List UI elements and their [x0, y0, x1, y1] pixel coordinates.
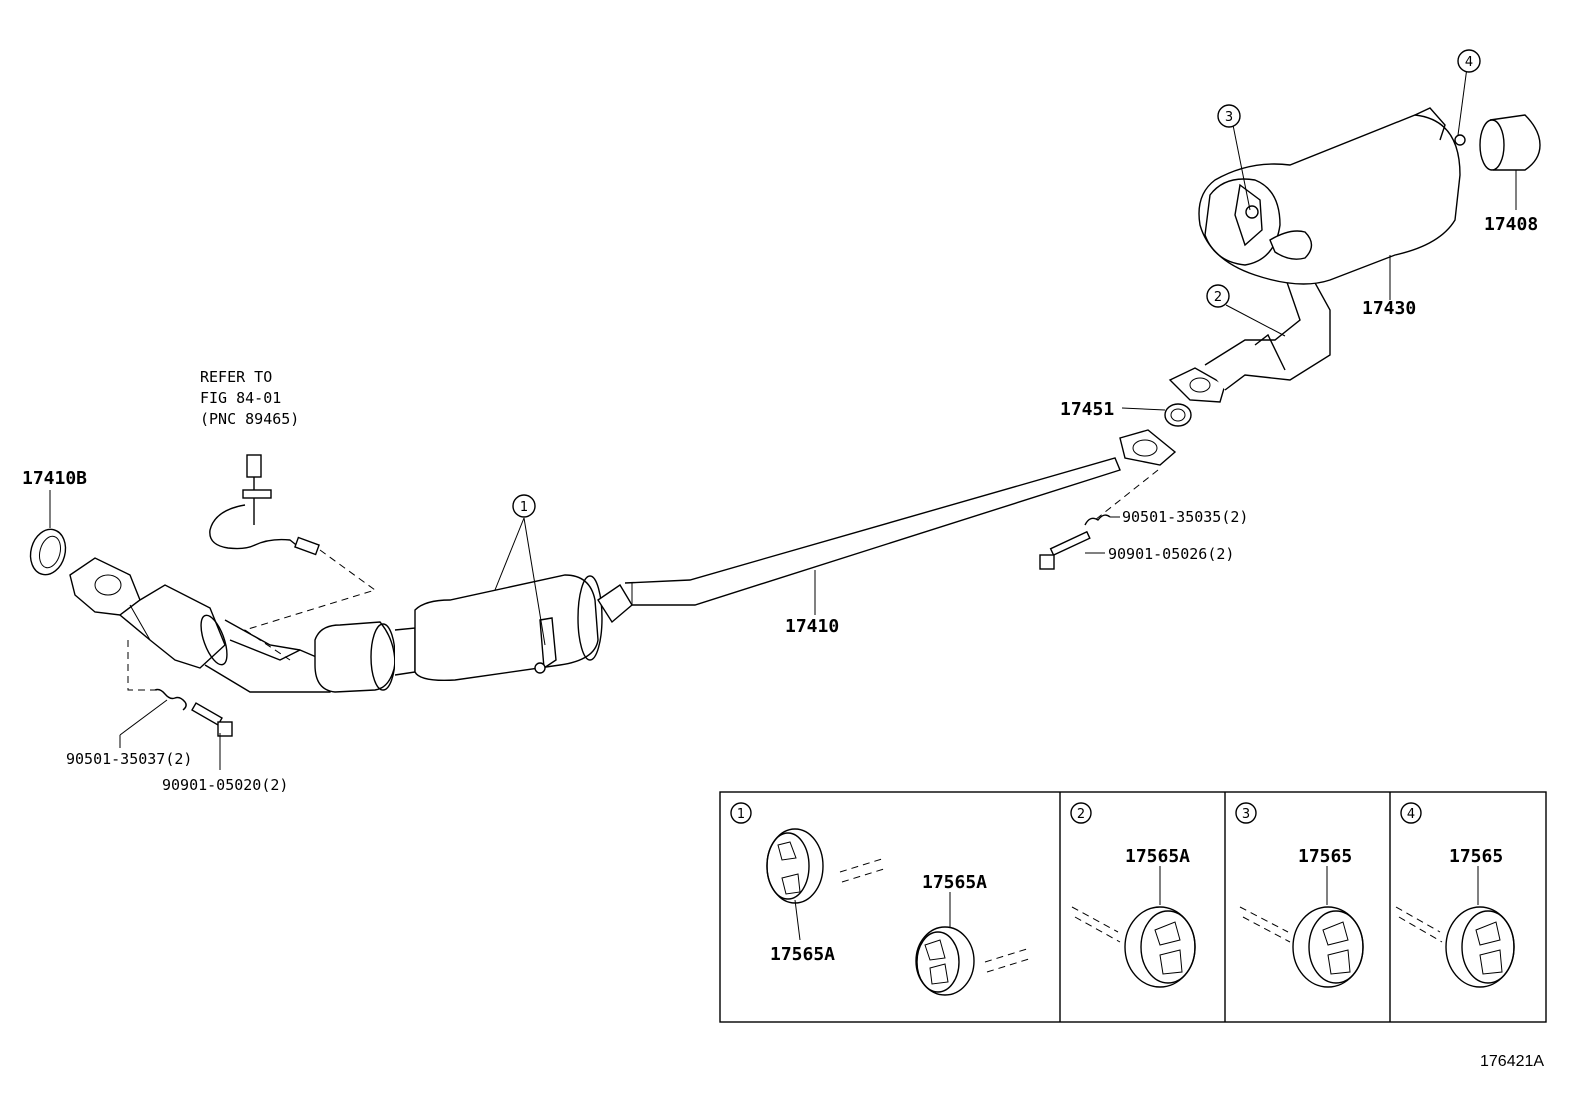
label-90501-35037: 90501-35037(2): [66, 750, 192, 768]
detail-panel-2: 2 17565A: [1070, 802, 1196, 988]
oxygen-sensor-drawing: [209, 454, 320, 556]
callout-3: 3: [1217, 104, 1241, 128]
refer-note-line-3: (PNC 89465): [200, 410, 299, 428]
refer-note-line-2: FIG 84-01: [200, 389, 281, 407]
svg-text:17565: 17565: [1298, 846, 1352, 867]
svg-text:4: 4: [1407, 807, 1415, 822]
detail-panel-4: 4 17565: [1395, 802, 1515, 988]
svg-text:1: 1: [520, 500, 528, 515]
label-17451: 17451: [1060, 399, 1114, 420]
hanger-detail-box: [719, 791, 1547, 1023]
svg-text:3: 3: [1225, 110, 1233, 125]
rear-bolts-drawing: [1039, 514, 1111, 570]
detail-1-label-b: 17565A: [922, 872, 987, 893]
label-17430: 17430: [1362, 298, 1416, 319]
front-pipe-drawing: [69, 557, 336, 693]
figure-id: 176421A: [1480, 1053, 1544, 1070]
label-17410: 17410: [785, 616, 839, 637]
label-90501-35035: 90501-35035(2): [1122, 508, 1248, 526]
svg-text:1: 1: [737, 807, 745, 822]
tailpipe-tip-17408-drawing: [1479, 114, 1541, 171]
svg-text:2: 2: [1077, 807, 1085, 822]
front-bolts-drawing: [154, 688, 233, 737]
gasket-17410b-drawing: [29, 528, 67, 576]
callout-2: 2: [1206, 284, 1230, 308]
svg-text:17565: 17565: [1449, 846, 1503, 867]
detail-panel-1: 1 17565A 17565A: [730, 802, 1033, 996]
label-90901-05020: 90901-05020(2): [162, 776, 288, 794]
callout-1: 1: [512, 494, 536, 518]
refer-note-line-1: REFER TO: [200, 368, 272, 386]
gasket-17451-drawing: [1164, 403, 1192, 427]
muffler-17430-drawing: [1168, 107, 1461, 403]
detail-panel-3: 3 17565: [1235, 802, 1364, 988]
label-17408: 17408: [1484, 214, 1538, 235]
svg-text:3: 3: [1242, 807, 1250, 822]
svg-text:2: 2: [1214, 290, 1222, 305]
center-pipe-drawing: [314, 429, 1177, 693]
detail-1-label-a: 17565A: [770, 944, 835, 965]
callout-4: 4: [1457, 49, 1481, 73]
label-17410b: 17410B: [22, 468, 87, 489]
label-90901-05026: 90901-05026(2): [1108, 545, 1234, 563]
svg-text:4: 4: [1465, 55, 1473, 70]
svg-text:17565A: 17565A: [1125, 846, 1190, 867]
